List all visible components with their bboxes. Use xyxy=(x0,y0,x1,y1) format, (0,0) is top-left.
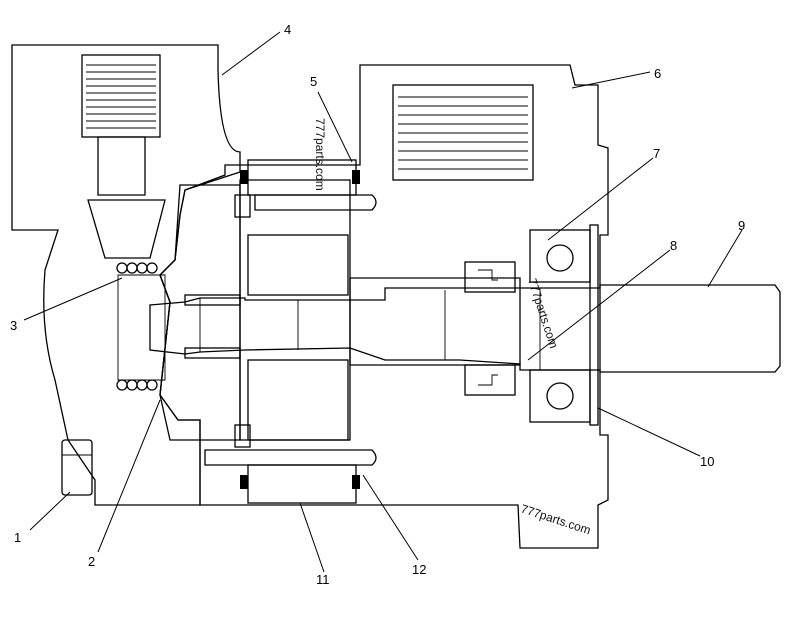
spring-coils xyxy=(116,262,166,391)
leader-4 xyxy=(221,31,281,76)
callout-5: 5 xyxy=(310,74,317,89)
rotor xyxy=(234,194,349,448)
callout-7: 7 xyxy=(653,146,660,161)
callout-6: 6 xyxy=(654,66,661,81)
watermark-vertical: 777parts.com xyxy=(313,118,327,191)
callout-2: 2 xyxy=(88,554,95,569)
outlet-threads xyxy=(398,96,528,170)
leader-8 xyxy=(527,249,671,361)
leader-12 xyxy=(362,474,419,561)
leader-3 xyxy=(23,277,123,321)
valve-plate xyxy=(159,184,241,441)
leader-6 xyxy=(571,71,651,89)
shaft-seal xyxy=(464,261,516,396)
shaft-bushing xyxy=(184,294,241,359)
drive-shaft xyxy=(149,284,781,373)
dowel-pins xyxy=(204,194,377,466)
ball-bearing xyxy=(529,224,599,426)
callout-10: 10 xyxy=(700,454,714,469)
port-threads xyxy=(86,64,156,129)
callout-4: 4 xyxy=(284,22,291,37)
callout-labels: 1 2 3 4 5 6 7 8 9 10 11 12 xyxy=(10,22,745,587)
leader-1 xyxy=(29,491,71,531)
watermark-bottom: 777parts.com xyxy=(519,502,592,538)
leader-10 xyxy=(597,407,701,457)
leader-7 xyxy=(547,157,654,241)
callout-12: 12 xyxy=(412,562,426,577)
callout-1: 1 xyxy=(14,530,21,545)
callout-11: 11 xyxy=(316,572,330,587)
leader-5 xyxy=(317,91,353,163)
callout-3: 3 xyxy=(10,318,17,333)
callout-8: 8 xyxy=(670,238,677,253)
callout-9: 9 xyxy=(738,218,745,233)
leader-9 xyxy=(707,229,743,288)
leader-11 xyxy=(299,502,325,573)
leader-2 xyxy=(97,399,161,553)
plug-fitting xyxy=(61,439,93,496)
cam-ring xyxy=(240,159,360,504)
leader-lines xyxy=(23,31,743,573)
